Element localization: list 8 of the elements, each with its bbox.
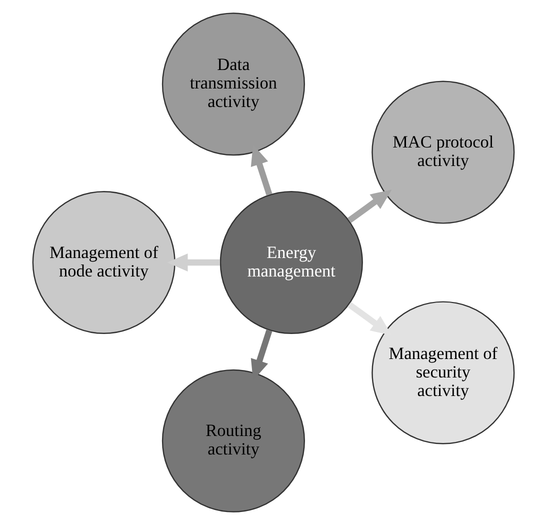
arrow — [346, 190, 392, 223]
node-circle: Energy management — [219, 190, 362, 334]
node-circle: Management of security activity — [371, 301, 514, 444]
node-circle: MAC protocol activity — [371, 80, 514, 224]
node-circle: Management of node activity — [32, 190, 175, 334]
arrow — [166, 253, 220, 272]
node-circle: Data transmission activity — [161, 12, 304, 156]
node-circle: Routing activity — [161, 369, 304, 512]
